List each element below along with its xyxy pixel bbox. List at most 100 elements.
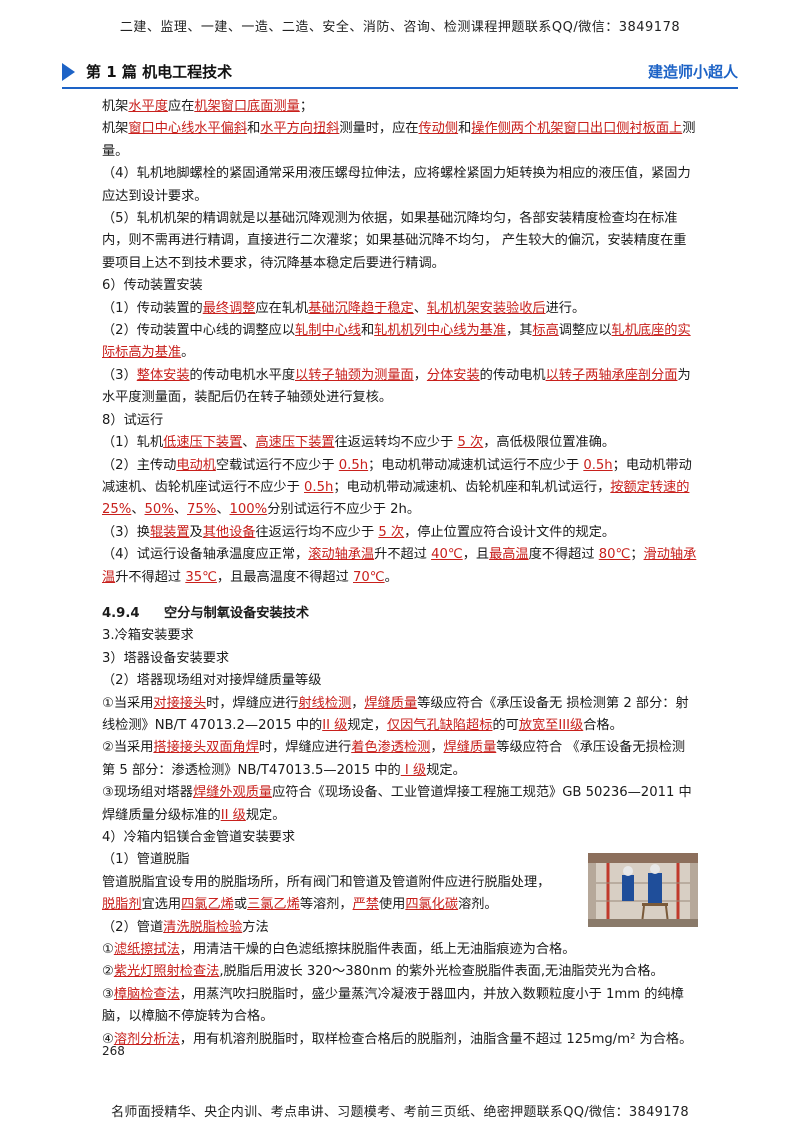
highlighted-term: 轧制中心线: [295, 323, 361, 339]
highlighted-term: 窗口中心线水平偏斜: [128, 121, 248, 137]
highlighted-term: 最终调整: [202, 300, 256, 316]
highlighted-term: 焊缝质量: [364, 695, 418, 711]
highlighted-term: 按额定转速的 25%: [102, 479, 690, 518]
text-run: ,脱脂后用波长 320～380nm 的紫外光检查脱脂件表面,无油脂荧光为合格。: [219, 964, 664, 980]
text-run: 、: [242, 435, 256, 451]
highlighted-term: 0.5h: [338, 457, 369, 473]
paragraph: （3）换辊装置及其他设备往返运行均不应少于 5 次，停止位置应符合设计文件的规定…: [102, 522, 698, 544]
highlighted-term: 轧机底座的实际标高为基准: [102, 323, 691, 361]
page-header: 第 1 篇 机电工程技术 建造师小超人: [62, 58, 738, 89]
text-run: 、: [173, 502, 187, 518]
text-run: 度不得超过: [528, 547, 599, 563]
text-run: ②: [102, 964, 114, 980]
page-body: 机架水平度应在机架窗口底面测量；机架窗口中心线水平偏斜和水平方向扭斜测量时，应在…: [102, 96, 698, 1051]
paragraph: （5）轧机机架的精调就是以基础沉降观测为依据，如果基础沉降均匀，各部安装精度检查…: [102, 208, 698, 275]
text-run: 等级应符合 《承压设备无损检测第 5 部分：渗透检测》NB/T47013.5—2…: [102, 740, 686, 778]
highlighted-term: 水平度: [128, 99, 168, 114]
text-run: ①: [102, 942, 114, 958]
section-number: 4.9.4: [102, 605, 140, 621]
text-run: ；电动机带动减速机试运行不应少于: [368, 457, 584, 473]
highlighted-term: 滚动轴承温: [308, 547, 375, 563]
text-run: 应在: [167, 99, 195, 114]
text-run: （1）轧机: [102, 435, 164, 451]
text-run: 时，焊缝应进行: [206, 695, 299, 711]
highlighted-term: 电动机: [176, 457, 216, 473]
paragraph: 机架水平度应在机架窗口底面测量；: [102, 96, 698, 118]
highlighted-term: 低速压下装置: [163, 435, 243, 451]
text-run: （2）主传动: [102, 457, 177, 473]
text-run: ③现场组对塔器: [102, 785, 193, 801]
text-run: 测量。: [102, 121, 696, 159]
paragraph: ②当采用搭接接头双面角焊时，焊缝应进行着色渗透检测，焊缝质量等级应符合 《承压设…: [102, 737, 698, 782]
paragraph: 脱脂剂宜选用四氯乙烯或三氯乙烯等溶剂，严禁使用四氯化碳溶剂。: [102, 894, 698, 916]
degreasing-photo: [588, 853, 698, 928]
text-run: 、: [216, 502, 230, 518]
highlighted-term: 基础沉降趋于稳定: [308, 300, 414, 316]
text-run: 或: [233, 897, 248, 913]
text-run: 和: [458, 121, 472, 137]
text-run: 3.冷箱安装要求: [102, 628, 194, 644]
text-run: ；电动机带动减速机、齿轮机座试运行不应少于: [102, 457, 692, 495]
page-number: 268: [102, 1044, 125, 1058]
paragraph: （1）管道脱脂: [102, 849, 698, 871]
text-run: 溶剂。: [458, 897, 498, 913]
text-run: （1）传动装置的: [102, 300, 203, 316]
highlighted-term: 50%: [144, 502, 174, 518]
paragraph: （2）传动装置中心线的调整应以轧制中心线和轧机机列中心线为基准，其标高调整应以轧…: [102, 320, 698, 365]
text-run: 调整应以: [558, 323, 612, 339]
paragraph: ④溶剂分析法，用有机溶剂脱脂时，取样检查合格后的脱脂剂，油脂含量不超过 125m…: [102, 1029, 698, 1051]
text-run: （2）传动装置中心线的调整应以: [102, 323, 296, 339]
text-run: （3）: [102, 367, 137, 383]
rolling-mill-block: 机架水平度应在机架窗口底面测量；机架窗口中心线水平偏斜和水平方向扭斜测量时，应在…: [102, 96, 698, 589]
paragraph: （4）轧机地脚螺栓的紧固通常采用液压螺母拉伸法，应将螺栓紧固力矩转换为相应的液压…: [102, 163, 698, 208]
highlighted-term: 轧机机列中心线为基准: [374, 323, 507, 339]
highlighted-term: 75%: [187, 502, 217, 518]
highlighted-term: 机架窗口底面测量: [194, 99, 300, 114]
text-run: ④: [102, 1031, 114, 1047]
highlighted-term: II 级: [220, 807, 246, 823]
paragraph: 3.冷箱安装要求: [102, 625, 698, 647]
text-run: 规定，: [347, 717, 387, 733]
text-run: 往返运行均不应少于: [255, 524, 379, 540]
paragraph: （2）管道清洗脱脂检验方法: [102, 917, 698, 939]
highlighted-term: 脱脂剂: [102, 897, 142, 913]
text-run: ②当采用: [102, 740, 154, 756]
text-run: 及: [189, 524, 203, 540]
text-run: 为水平度测量面，装配后仍在转子轴颈处进行复核。: [102, 367, 691, 406]
highlighted-term: 传动侧: [418, 121, 459, 137]
text-run: 和: [360, 323, 375, 339]
text-run: （5）轧机机架的精调就是以基础沉降观测为依据，如果基础沉降均匀，各部安装精度检查…: [102, 211, 687, 271]
paragraph: ①滤纸擦拭法，用清洁干燥的白色滤纸擦抹脱脂件表面，纸上无油脂痕迹为合格。: [102, 939, 698, 961]
paragraph: （2）主传动电动机空载试运行不应少于 0.5h；电动机带动减速机试运行不应少于 …: [102, 455, 698, 522]
paragraph: ②紫光灯照射检查法,脱脂后用波长 320～380nm 的紫外光检查脱脂件表面,无…: [102, 961, 698, 983]
highlighted-term: 严禁: [352, 897, 379, 913]
highlighted-term: 着色渗透检测: [351, 740, 431, 756]
degreasing-text: （1）管道脱脂管道脱脂宜设专用的脱脂场所，所有阀门和管道及管道附件应进行脱脂处理…: [102, 849, 698, 916]
text-run: 使用: [378, 897, 406, 913]
highlighted-term: 辊装置: [149, 524, 190, 540]
paragraph: 6）传动装置安装: [102, 275, 698, 297]
paragraph: ①当采用对接接头时，焊缝应进行射线检测，焊缝质量等级应符合《承压设备无 损检测第…: [102, 693, 698, 738]
highlighted-term: 焊缝外观质量: [192, 785, 273, 801]
paragraph: 管道脱脂宜设专用的脱脂场所，所有阀门和管道及管道附件应进行脱脂处理，: [102, 872, 698, 894]
text-run: （1）管道脱脂: [102, 852, 190, 868]
highlighted-term: 水平方向扭斜: [260, 121, 340, 137]
paragraph: （1）传动装置的最终调整应在轧机基础沉降趋于稳定、轧机机架安装验收后进行。: [102, 298, 698, 320]
highlighted-term: 35℃: [185, 569, 217, 585]
paragraph: （4）试运行设备轴承温度应正常，滚动轴承温升不超过 40℃，且最高温度不得超过 …: [102, 544, 698, 589]
bottom-banner: 名师面授精华、央企内训、考点串讲、习题模考、考前三页纸、绝密押题联系QQ/微信：…: [111, 1105, 689, 1120]
text-run: ；: [630, 547, 644, 563]
text-run: 时，焊缝应进行: [258, 740, 352, 756]
text-run: 规定。: [426, 762, 466, 778]
header-divider: [62, 87, 738, 89]
text-run: 6）传动装置安装: [102, 278, 203, 294]
text-run: 空载试运行不应少于: [215, 457, 339, 473]
paragraph: 3）塔器设备安装要求: [102, 648, 698, 670]
text-run: 的可: [492, 717, 519, 733]
text-run: 8）试运行: [102, 412, 164, 428]
section-title: 空分与制氧设备安装技术: [164, 605, 310, 621]
paragraph: （3）整体安装的传动电机水平度以转子轴颈为测量面，分体安装的传动电机以转子两轴承…: [102, 365, 698, 410]
text-run: （4）轧机地脚螺栓的紧固通常采用液压螺母拉伸法，应将螺栓紧固力矩转换为相应的液压…: [102, 166, 691, 204]
text-run: 3）塔器设备安装要求: [102, 650, 230, 666]
